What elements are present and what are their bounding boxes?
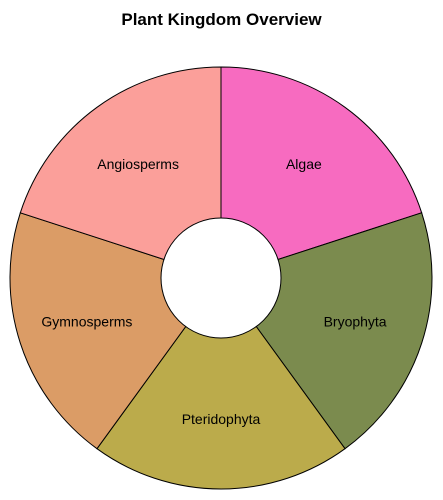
slice-pteridophyta <box>96 277 346 490</box>
slice-angiosperms <box>19 66 222 279</box>
donut-hole <box>160 217 282 339</box>
slice-algae <box>220 66 423 279</box>
slice-label-algae: Algae <box>286 156 322 172</box>
slice-label-angiosperms: Angiosperms <box>97 156 179 172</box>
slice-label-gymnosperms: Gymnosperms <box>41 314 132 330</box>
chart-title: Plant Kingdom Overview <box>121 10 322 29</box>
slice-label-bryophyta: Bryophyta <box>324 314 387 330</box>
slice-label-pteridophyta: Pteridophyta <box>182 411 261 427</box>
